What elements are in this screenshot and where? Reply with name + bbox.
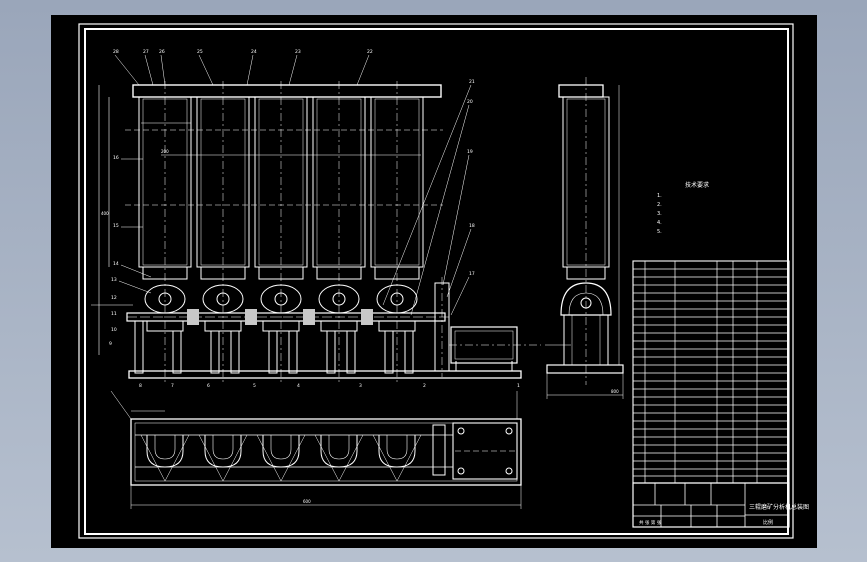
requirement-item: 2.	[657, 202, 662, 208]
balloon-number: 18	[469, 223, 475, 229]
gear-unit-3	[260, 284, 302, 332]
technical-requirements-heading: 技术要求	[685, 181, 709, 189]
gear-unit-5	[376, 284, 418, 332]
balloon-number: 13	[111, 277, 117, 283]
drawing-title: 三辊磨矿分析机总装图	[749, 503, 809, 511]
gear-unit-1	[144, 284, 186, 332]
title-block-frame	[632, 482, 790, 528]
balloon-number: 9	[109, 341, 112, 347]
dimension-label: 600	[303, 499, 311, 504]
balloon-number: 15	[113, 223, 119, 229]
bracket-2	[204, 435, 242, 468]
side-view	[545, 77, 624, 399]
balloon-number: 26	[159, 49, 165, 55]
sheet-label: 共 张 第 张	[639, 519, 662, 526]
balloon-number: 19	[467, 149, 473, 155]
balloon-number: 8	[139, 383, 142, 389]
balloon-number: 20	[467, 99, 473, 105]
balloon-number: 10	[111, 327, 117, 333]
dimension-label: 200	[161, 149, 169, 154]
inner-frame	[84, 28, 789, 535]
outer-frame	[78, 23, 794, 539]
requirement-item: 3.	[657, 211, 662, 217]
parts-list	[632, 260, 790, 484]
technical-requirements-list: 1. 2. 3. 4. 5.	[657, 193, 662, 235]
dimension-label: 400	[101, 211, 109, 216]
dimension-label: 800	[611, 389, 619, 394]
balloon-number: 28	[113, 49, 119, 55]
balloon-number: 7	[171, 383, 174, 389]
balloon-number: 3	[359, 383, 362, 389]
balloon-number: 6	[207, 383, 210, 389]
requirement-item: 5.	[657, 229, 662, 235]
balloon-number: 21	[469, 79, 475, 85]
plan-view	[110, 390, 522, 509]
balloon-number: 14	[113, 261, 119, 267]
balloon-number: 11	[111, 311, 117, 317]
bracket-5	[378, 435, 416, 468]
balloon-number: 23	[295, 49, 301, 55]
balloon-number: 17	[469, 271, 475, 277]
balloon-number: 2	[423, 383, 426, 389]
bracket-3	[262, 435, 300, 468]
balloon-number: 12	[111, 295, 117, 301]
balloon-number: 22	[367, 49, 373, 55]
gear-unit-2	[202, 284, 244, 332]
balloon-number: 24	[251, 49, 257, 55]
bracket-1	[146, 435, 184, 468]
requirement-item: 4.	[657, 220, 662, 226]
balloon-number: 27	[143, 49, 149, 55]
motor	[449, 326, 541, 371]
bracket-4	[320, 435, 358, 468]
front-view	[91, 54, 541, 385]
gear-unit-4	[318, 284, 360, 332]
balloon-number: 25	[197, 49, 203, 55]
balloon-number: 16	[113, 155, 119, 161]
assembly-drawing: 2827262524232221201918171615141312111098…	[78, 23, 809, 539]
requirement-item: 1.	[657, 193, 662, 199]
balloon-number: 5	[253, 383, 256, 389]
balloon-number: 1	[517, 383, 520, 389]
balloon-number: 4	[297, 383, 300, 389]
scale-label: 比例	[763, 519, 773, 526]
